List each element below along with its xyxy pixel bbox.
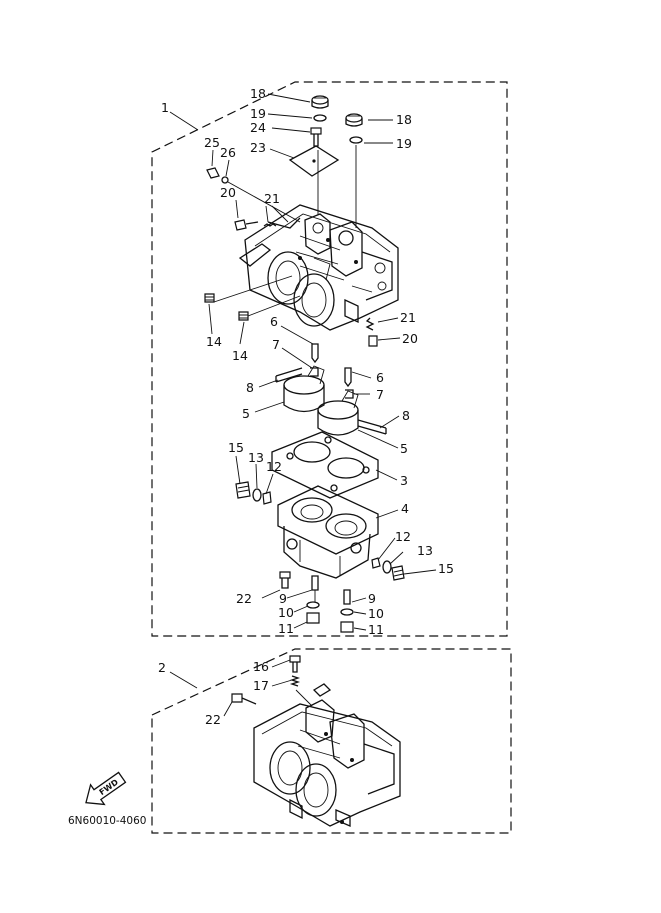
float-bowl-4 [277, 485, 379, 579]
callout-18-left: 18 [250, 86, 266, 101]
screw-22-top [279, 571, 291, 589]
assembly-2-leader [169, 671, 198, 689]
callout-8-left: 8 [246, 380, 254, 395]
callout-12-right: 12 [395, 529, 411, 544]
o-ring-13-left [252, 488, 262, 502]
callout-19-right: 19 [396, 136, 412, 151]
callout-12-left: 12 [266, 459, 282, 474]
drain-screw-9-left [311, 575, 319, 591]
plug-15-left [235, 481, 251, 499]
lower-carburetor-body [253, 683, 401, 827]
callout-16: 16 [253, 659, 269, 674]
o-ring-13-right [382, 560, 392, 574]
forward-arrow-icon: FWD [85, 771, 127, 806]
callout-15-left: 15 [228, 440, 244, 455]
assembly-1-leader [169, 111, 199, 131]
clip-7-right [345, 389, 354, 399]
callout-15-right: 15 [438, 561, 454, 576]
callouts-bottom: 16 17 22 [205, 659, 269, 727]
callout-3: 3 [400, 473, 408, 488]
callout-21-left: 21 [264, 191, 280, 206]
jet-14-right [238, 311, 249, 321]
washer-19-right [349, 136, 363, 144]
plug-15-right [391, 565, 405, 581]
gasket-10-left [306, 601, 320, 609]
callout-9-left: 9 [279, 591, 287, 606]
needle-valve-6-left [311, 343, 319, 364]
gasket-10-right [340, 608, 354, 616]
callout-20-left: 20 [220, 185, 236, 200]
screw-20-right [368, 335, 378, 347]
callout-8-right: 8 [402, 408, 410, 423]
clip-7-left [310, 367, 319, 377]
screw-20-left [234, 219, 259, 231]
callout-10-right: 10 [368, 606, 384, 621]
callout-17: 17 [253, 678, 269, 693]
pin-8-left [275, 367, 303, 383]
spring-21-left [263, 223, 277, 227]
cap-18-left [311, 95, 329, 109]
callout-21-right: 21 [400, 310, 416, 325]
float-5-right [317, 390, 359, 436]
upper-carburetor-body [238, 204, 399, 331]
plug-11-left [306, 612, 320, 624]
callout-20-right: 20 [402, 331, 418, 346]
cap-18-right [345, 113, 363, 127]
plug-11-right [340, 621, 354, 633]
cover-plate-23 [288, 145, 340, 177]
callout-13-left: 13 [248, 450, 264, 465]
drain-screw-9-right [343, 589, 351, 605]
callout-5-left: 5 [242, 406, 250, 421]
callout-22-top: 22 [236, 591, 252, 606]
callout-18-right: 18 [396, 112, 412, 127]
diagram-code: 6N60010-4060 [68, 815, 146, 827]
spring-17 [289, 675, 301, 687]
callout-11-left: 11 [278, 621, 294, 636]
assembly-2-boundary [151, 648, 512, 834]
callout-19-left: 19 [250, 106, 266, 121]
screw-22-bottom [231, 693, 257, 705]
callout-14-right: 14 [232, 348, 248, 363]
leader-lines [208, 93, 437, 717]
assembly-2-number: 2 [158, 660, 166, 675]
callout-11-right: 11 [368, 622, 384, 637]
callout-5-right: 5 [400, 441, 408, 456]
callout-13-right: 13 [417, 543, 433, 558]
callout-7-right: 7 [376, 387, 384, 402]
callout-9-right: 9 [368, 591, 376, 606]
washer-12-left [262, 491, 272, 505]
callout-25: 25 [204, 135, 220, 150]
spring-21-right [365, 317, 375, 331]
washer-19-left [313, 114, 327, 122]
callout-7-left: 7 [272, 337, 280, 352]
screw-16 [289, 655, 301, 673]
callout-24: 24 [250, 120, 266, 135]
washer-12-right [371, 557, 381, 569]
callout-23: 23 [250, 140, 266, 155]
assembly-1-boundary [151, 81, 508, 637]
washer-26 [221, 176, 229, 184]
jet-14-left [204, 293, 215, 303]
needle-valve-6-right [344, 367, 352, 388]
callout-10-left: 10 [278, 605, 294, 620]
callout-14-left: 14 [206, 334, 222, 349]
callout-6-left: 6 [270, 314, 278, 329]
assembly-1-number: 1 [161, 100, 169, 115]
screw-25 [206, 167, 220, 179]
callout-4: 4 [401, 501, 409, 516]
callout-26: 26 [220, 145, 236, 160]
screw-24 [310, 127, 322, 147]
gasket-3 [271, 431, 379, 499]
callout-6-right: 6 [376, 370, 384, 385]
callout-22-bottom: 22 [205, 712, 221, 727]
callouts-top: 18 19 18 19 24 23 25 26 20 21 14 14 21 2… [204, 86, 454, 637]
float-5-left [283, 365, 325, 413]
